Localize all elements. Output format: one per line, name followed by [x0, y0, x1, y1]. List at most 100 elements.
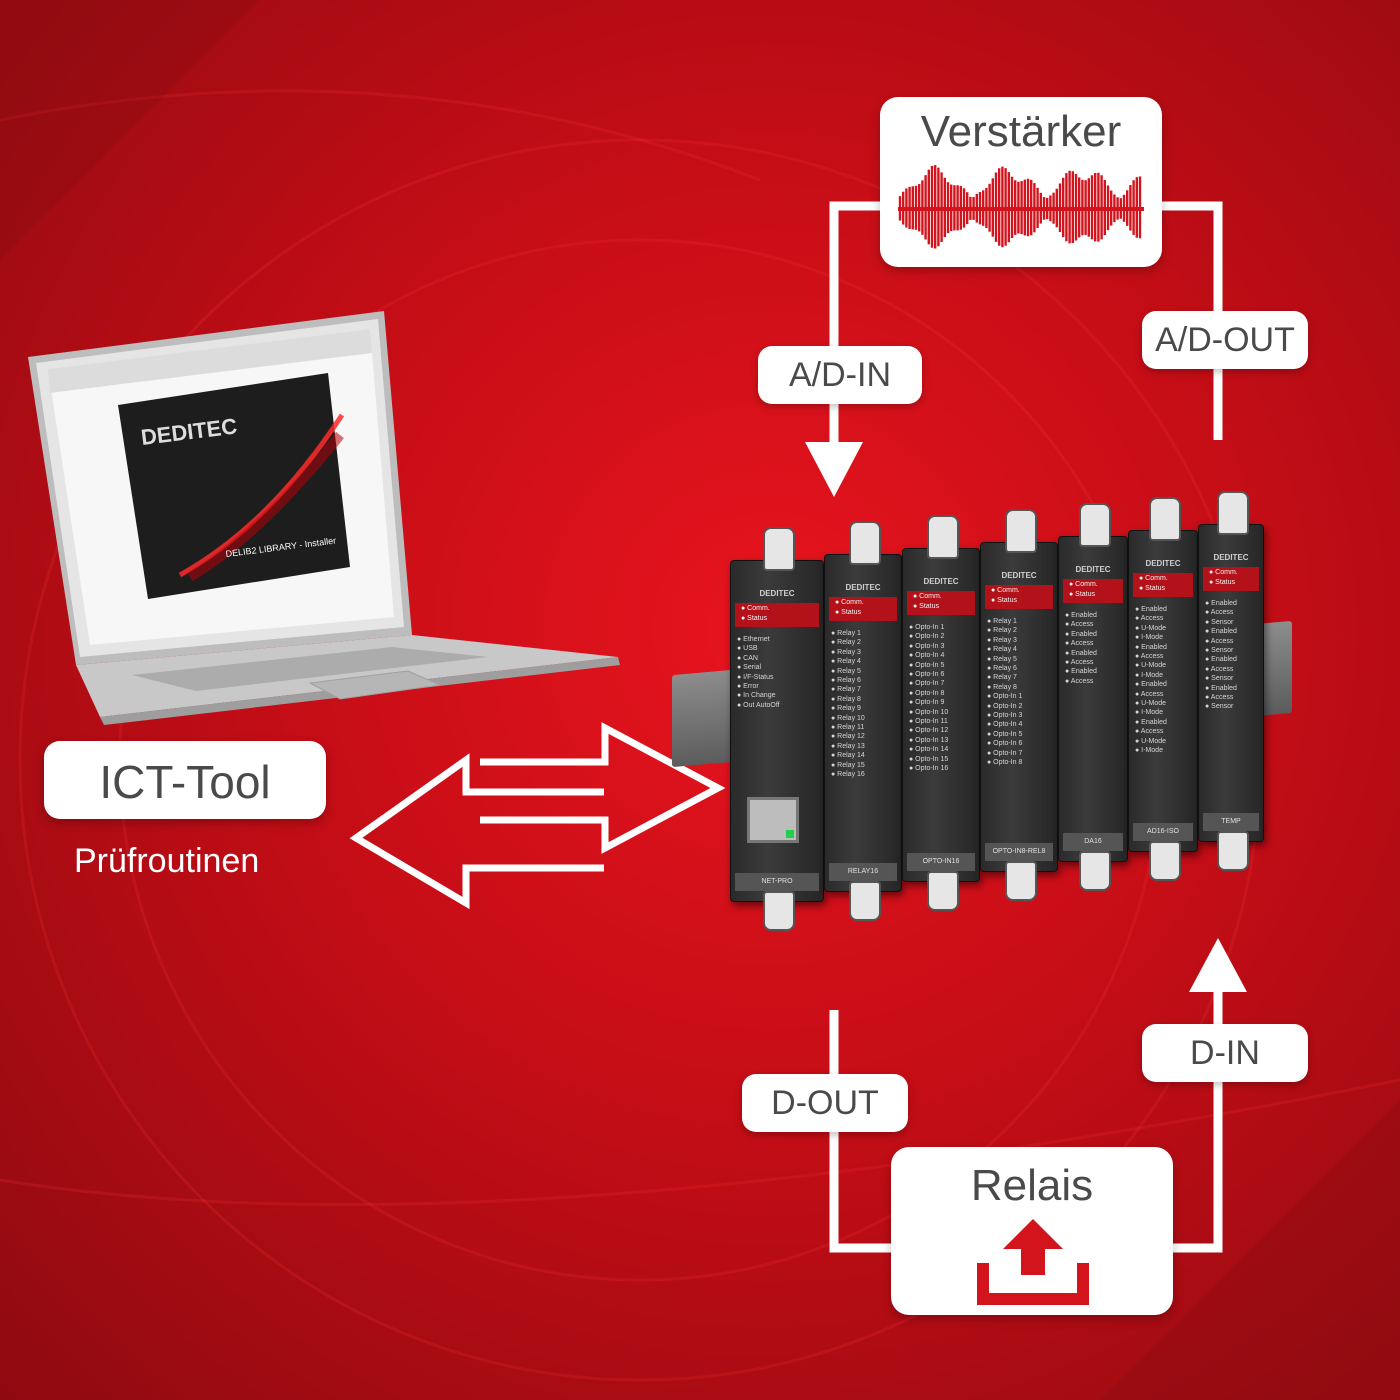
led-label: ● Relay 5 — [831, 667, 861, 675]
led-label: ● Enabled — [1065, 612, 1097, 619]
led-list: ● Enabled● Access● Sensor● Enabled● Acce… — [1205, 599, 1261, 712]
d-in-label-box: D-IN — [1142, 1024, 1308, 1082]
d-out-label: D-OUT — [771, 1084, 879, 1122]
amplifier-box: Verstärker — [880, 97, 1162, 267]
terminal-clip-bottom — [763, 891, 795, 931]
led-label: ● Opto-In 15 — [909, 755, 949, 763]
ad-out-label-box: A/D-OUT — [1142, 311, 1308, 369]
led-label: ● Relay 13 — [831, 742, 865, 750]
led-label: ● Access — [1065, 640, 1094, 648]
terminal-clip-top — [849, 521, 881, 565]
status-led-label: ● Comm. — [1069, 581, 1098, 588]
led-label: ● Relay 7 — [987, 674, 1017, 682]
relay-label: Relais — [970, 1161, 1094, 1210]
module-name: DA16 — [1063, 833, 1123, 851]
module-da16: DEDITEC● Comm.● Status● Enabled● Access●… — [1058, 503, 1128, 891]
led-label: ● Sensor — [1205, 675, 1234, 683]
led-label: ● Access — [1205, 609, 1234, 617]
led-label: ● Sensor — [1205, 647, 1234, 655]
led-label: ● U-Mode — [1135, 624, 1167, 632]
d-in-arrowhead — [1189, 938, 1247, 992]
led-label: ● Opto-In 16 — [909, 765, 949, 773]
status-led-label: ● Status — [1069, 591, 1096, 598]
module-name: NET-PRO — [735, 873, 819, 891]
led-label: ● Opto-In 4 — [909, 652, 945, 660]
ad-out-label: A/D-OUT — [1155, 321, 1295, 359]
module-opto-in8-rel8: DEDITEC● Comm.● Status● Relay 1● Relay 2… — [980, 509, 1058, 901]
led-label: ● Opto-In 1 — [909, 624, 945, 631]
status-band: ● Comm.● Status — [985, 585, 1053, 609]
status-led-label: ● Status — [913, 603, 940, 610]
module-name: TEMP — [1203, 813, 1259, 831]
module-name: OPTO-IN8-REL8 — [985, 843, 1053, 861]
led-label: ● Relay 8 — [831, 695, 861, 703]
led-label: ● Enabled — [1205, 684, 1237, 692]
ad-in-label: A/D-IN — [789, 356, 891, 394]
led-list: ● Enabled● Access● U-Mode● I-Mode● Enabl… — [1135, 605, 1195, 756]
module-row: DEDITEC● Comm.● Status● Ethernet● USB● C… — [730, 491, 1290, 960]
led-label: ● Sensor — [1205, 703, 1234, 711]
terminal-clip-bottom — [849, 881, 881, 921]
led-label: ● Enabled — [1135, 718, 1167, 726]
led-label: ● Enabled — [1065, 668, 1097, 676]
led-label: ● Opto-In 3 — [909, 642, 945, 650]
led-label: ● U-Mode — [1135, 662, 1167, 670]
ad-in-label-box: A/D-IN — [758, 346, 922, 404]
status-band: ● Comm.● Status — [1133, 573, 1193, 597]
module-name: AD16-ISO — [1133, 823, 1193, 841]
deditec-device: DEDITEC● Comm.● Status● Ethernet● USB● C… — [660, 491, 1300, 980]
led-label: ● Enabled — [1135, 606, 1167, 613]
led-label: ● Opto-In 5 — [909, 661, 945, 669]
led-label: ● Relay 6 — [831, 677, 861, 685]
led-label: ● Relay 14 — [831, 752, 865, 760]
module-name: OPTO-IN16 — [907, 853, 975, 871]
led-label: ● USB — [737, 645, 758, 653]
module-temp: DEDITEC● Comm.● Status● Enabled● Access●… — [1198, 491, 1264, 871]
led-label: ● Enabled — [1205, 600, 1237, 607]
amplifier-label: Verstärker — [920, 107, 1122, 156]
terminal-clip-bottom — [1005, 861, 1037, 901]
status-led-label: ● Status — [1209, 579, 1236, 586]
led-label: ● Relay 3 — [987, 636, 1017, 644]
ethernet-port — [747, 797, 799, 843]
led-label: ● U-Mode — [1135, 700, 1167, 708]
module-brand: DEDITEC — [1145, 559, 1181, 568]
led-label: ● Opto-In 8 — [909, 689, 945, 697]
led-label: ● Relay 4 — [831, 658, 861, 666]
led-label: ● Opto-In 5 — [987, 730, 1023, 738]
led-label: ● Relay 15 — [831, 761, 865, 769]
ict-tool-box: ICT-Tool — [44, 741, 326, 819]
led-list: ● Enabled● Access● Enabled● Access● Enab… — [1065, 611, 1125, 686]
waveform-icon — [898, 165, 1144, 249]
module-net-pro: DEDITEC● Comm.● Status● Ethernet● USB● C… — [730, 527, 824, 931]
led-label: ● Relay 11 — [831, 724, 865, 732]
led-label: ● U-Mode — [1135, 737, 1167, 745]
led-label: ● Opto-In 9 — [909, 699, 945, 707]
led-label: ● Enabled — [1065, 630, 1097, 638]
led-label: ● Relay 3 — [831, 648, 861, 656]
ict-tool-sublabel: Prüfroutinen — [74, 842, 260, 880]
module-name: RELAY16 — [829, 863, 897, 881]
led-label: ● Relay 12 — [831, 733, 865, 741]
arrow-to-device — [480, 722, 726, 854]
terminal-clip-top — [1005, 509, 1037, 553]
led-label: ● Relay 7 — [831, 686, 861, 694]
led-label: ● Access — [1205, 637, 1234, 645]
status-band: ● Comm.● Status — [829, 597, 897, 621]
led-label: ● Access — [1065, 621, 1094, 629]
led-label: ● Opto-In 10 — [909, 708, 949, 716]
led-label: ● Opto-In 1 — [987, 693, 1023, 701]
terminal-clip-bottom — [1079, 851, 1111, 891]
terminal-clip-bottom — [1149, 841, 1181, 881]
led-label: ● Opto-In 3 — [987, 712, 1023, 720]
led-label: ● Error — [737, 683, 759, 691]
led-label: ● Relay 1 — [987, 618, 1017, 625]
terminal-clip-bottom — [927, 871, 959, 911]
led-label: ● Relay 6 — [987, 665, 1017, 673]
module-relay16: DEDITEC● Comm.● Status● Relay 1● Relay 2… — [824, 521, 902, 921]
led-label: ● Enabled — [1135, 681, 1167, 689]
led-label: ● CAN — [737, 654, 758, 662]
status-led-label: ● Status — [835, 609, 862, 616]
led-label: ● Access — [1065, 677, 1094, 685]
